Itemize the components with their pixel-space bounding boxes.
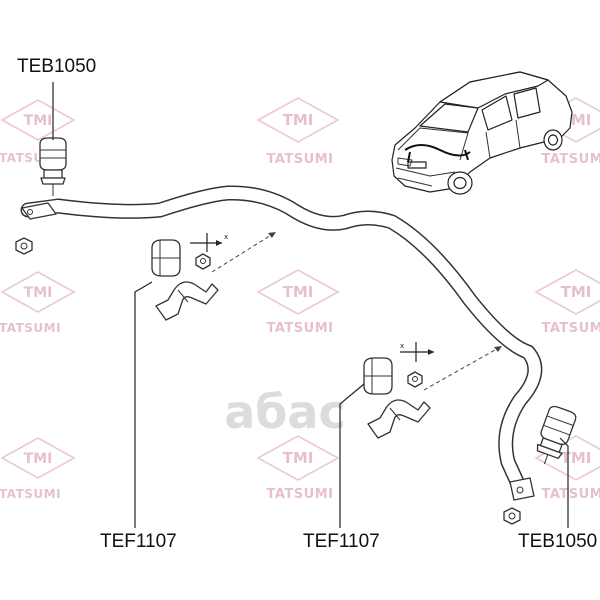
assembly-dash-left bbox=[211, 231, 277, 273]
nut-left bbox=[15, 237, 33, 255]
watermark-logo: TMI bbox=[256, 435, 340, 481]
watermark-brand-text: TATSUMI bbox=[542, 487, 600, 502]
part-label-bottom-middle: TEF1107 bbox=[303, 531, 380, 552]
watermark-brand-text: TATSUMI bbox=[0, 487, 61, 501]
part-label-top-left: TEB1050 bbox=[17, 56, 97, 77]
watermark-brand-text: TATSUMI bbox=[267, 321, 334, 336]
watermark-logo: TMI bbox=[0, 99, 76, 141]
watermark-logo-text: TMI bbox=[24, 285, 53, 301]
watermark-logo-text: TMI bbox=[283, 449, 314, 467]
bracket-left bbox=[155, 281, 219, 321]
assembly-dash-right bbox=[423, 345, 503, 391]
watermark-logo: TMI bbox=[534, 269, 600, 315]
watermark-logo-text: TMI bbox=[561, 449, 592, 467]
watermark-logo: TMI bbox=[256, 269, 340, 315]
nut-right bbox=[503, 507, 521, 525]
car-illustration bbox=[391, 71, 573, 195]
center-logo-watermark: aбас bbox=[224, 385, 345, 439]
part-label-bottom-left: TEF1107 bbox=[100, 531, 177, 552]
leader-lines bbox=[52, 82, 569, 528]
watermark-logo-text: TMI bbox=[24, 451, 53, 467]
bushing-left bbox=[151, 239, 181, 277]
svg-text:x: x bbox=[400, 342, 404, 350]
assembly-arrow-right bbox=[494, 346, 502, 352]
watermark-logo-text: TMI bbox=[24, 113, 53, 129]
stabilizer-link-left bbox=[39, 137, 67, 196]
watermark-logo-text: TMI bbox=[283, 283, 314, 301]
part-label-bottom-right: TEB1050 bbox=[518, 531, 598, 552]
assembly-arrow-left bbox=[268, 232, 276, 238]
nut-bracket-right bbox=[407, 371, 423, 388]
watermark-brand-text: TATSUMI bbox=[267, 152, 334, 167]
watermark-logo: TMI bbox=[256, 97, 340, 143]
watermark-logo: TMI bbox=[0, 271, 76, 313]
dimension-arrow-left: x bbox=[190, 233, 228, 252]
bracket-right bbox=[367, 399, 431, 439]
watermark-logo-text: TMI bbox=[283, 111, 314, 129]
watermark-brand-text: TATSUMI bbox=[542, 321, 600, 336]
watermark-brand-text: TATSUMI bbox=[0, 321, 61, 335]
dimension-arrow-right: x bbox=[400, 342, 434, 362]
svg-text:x: x bbox=[224, 233, 228, 241]
watermark-brand-text: TATSUMI bbox=[542, 152, 600, 167]
stabilizer-link-right bbox=[536, 405, 577, 465]
watermark-logo: TMI bbox=[0, 437, 76, 479]
watermark-layer: TMI TATSUMI TMI TATSUMI TMI TATSUMI TMI … bbox=[0, 97, 600, 502]
stabilizer-bar bbox=[20, 185, 543, 501]
watermark-brand-text: TATSUMI bbox=[267, 487, 334, 502]
nut-bracket-left bbox=[195, 253, 211, 270]
bushing-right bbox=[363, 357, 393, 395]
watermark-logo-text: TMI bbox=[561, 283, 592, 301]
